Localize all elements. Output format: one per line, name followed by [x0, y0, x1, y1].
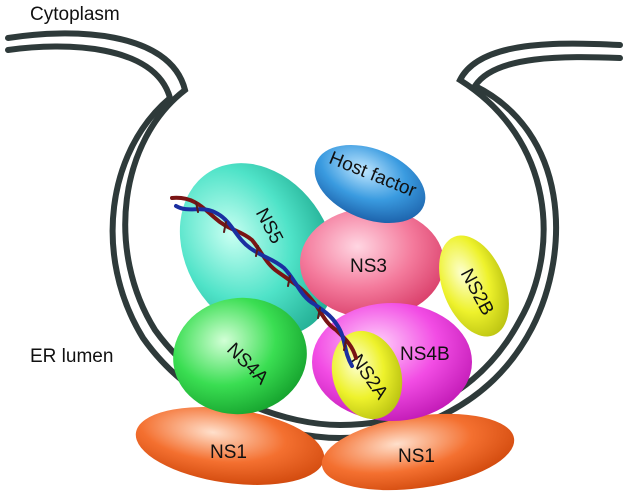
ns1-left-label: NS1 [210, 442, 247, 463]
er-membrane [5, 30, 623, 442]
ns1-left-protein: NS1 [135, 407, 325, 485]
rna-helix [170, 195, 358, 368]
er-lumen-label: ER lumen [30, 346, 113, 367]
ns1-right-label: NS1 [398, 446, 435, 467]
cytoplasm-label: Cytoplasm [30, 4, 120, 25]
rna-rungs [195, 201, 347, 351]
ns3-protein: NS3 [300, 208, 444, 318]
ns4b-label: NS4B [400, 344, 450, 365]
ns1-right-protein: NS1 [321, 413, 515, 491]
ns2b-protein: NS2B [439, 235, 509, 337]
membrane-inner-leaflet [5, 43, 623, 442]
membrane-outer-leaflet [5, 30, 623, 429]
ns4a-protein: NS4A [173, 297, 307, 415]
rna-strand-blue [174, 204, 354, 368]
ns2a-protein: NS2A [331, 330, 403, 420]
ns3-label: NS3 [350, 256, 387, 277]
rna-strand-red [170, 195, 358, 360]
